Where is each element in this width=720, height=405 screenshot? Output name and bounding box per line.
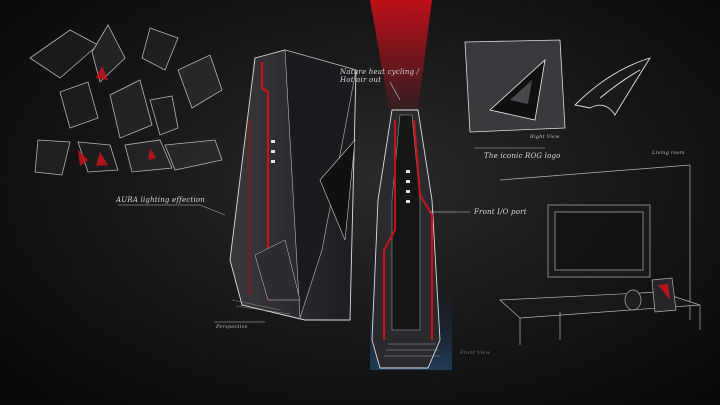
aura-annotation: AURA lighting effection: [116, 196, 205, 204]
rog-logo-outline: [574, 57, 652, 116]
living-room-sketch: [499, 164, 701, 345]
front-io-annotation: Front I/O port: [474, 208, 527, 216]
heat-annotation: Nature heat cycling / Hot air out: [340, 68, 420, 84]
front-view-annotation: Front View: [460, 350, 491, 356]
rog-logo-box: [464, 39, 566, 133]
thumbnail-red-accents: [78, 66, 156, 166]
thumbnail-sketches: [29, 24, 223, 176]
front-view-tower: [370, 81, 470, 370]
perspective-annotation: Perspective: [216, 324, 248, 330]
right-view-annotation: Right View: [530, 134, 560, 140]
living-room-annotation: Living room: [652, 150, 685, 156]
perspective-tower: [229, 49, 357, 321]
hot-air-beam: [370, 0, 432, 125]
rog-logo-annotation: The iconic ROG logo: [484, 152, 561, 160]
